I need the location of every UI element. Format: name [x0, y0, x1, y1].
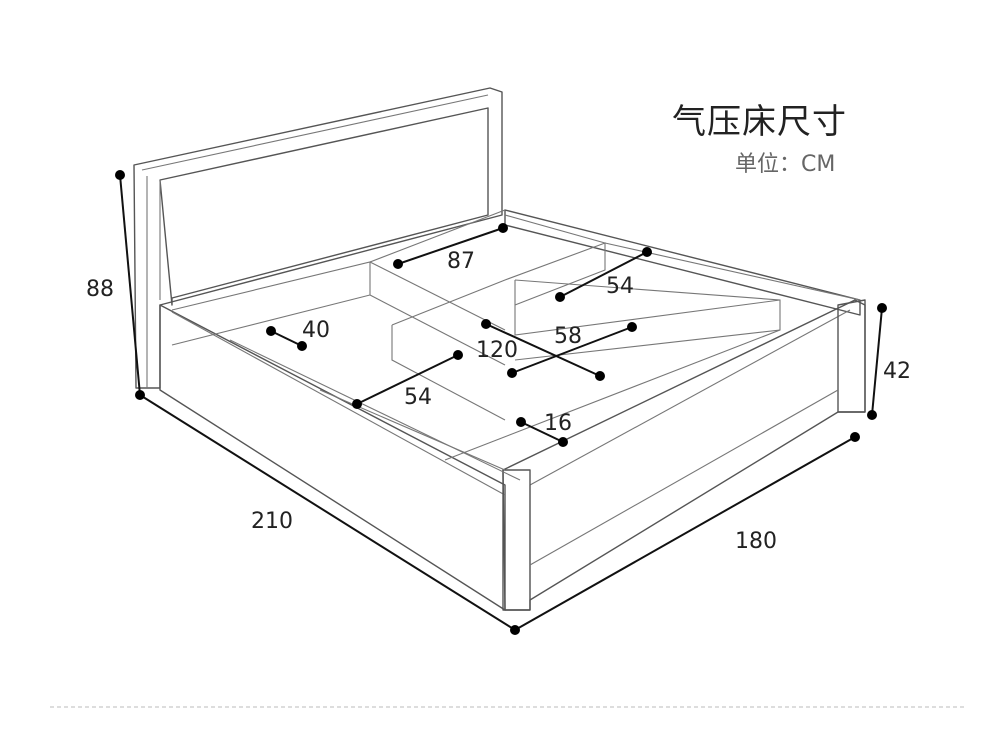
label-left-compartment: 54	[404, 385, 432, 410]
label-right-compartment-mid: 58	[554, 324, 582, 349]
dimension-lines	[119, 174, 883, 631]
label-width: 180	[735, 529, 777, 554]
bed-frame	[159, 209, 866, 611]
unit-label: 单位：CM	[735, 152, 836, 177]
dimension-dots	[115, 170, 887, 635]
label-left-rail: 40	[302, 318, 330, 343]
label-length: 210	[251, 509, 293, 534]
label-rail-thickness: 16	[544, 411, 572, 436]
diagram-title: 气压床尺寸	[672, 102, 847, 142]
label-center-rail-width: 87	[447, 249, 475, 274]
label-right-compartment-top: 54	[606, 274, 634, 299]
label-footboard-height: 42	[883, 359, 911, 384]
headboard	[133, 87, 503, 389]
storage-compartments	[171, 209, 861, 481]
label-headboard-height: 88	[86, 277, 114, 302]
label-center-length: 120	[476, 338, 518, 363]
